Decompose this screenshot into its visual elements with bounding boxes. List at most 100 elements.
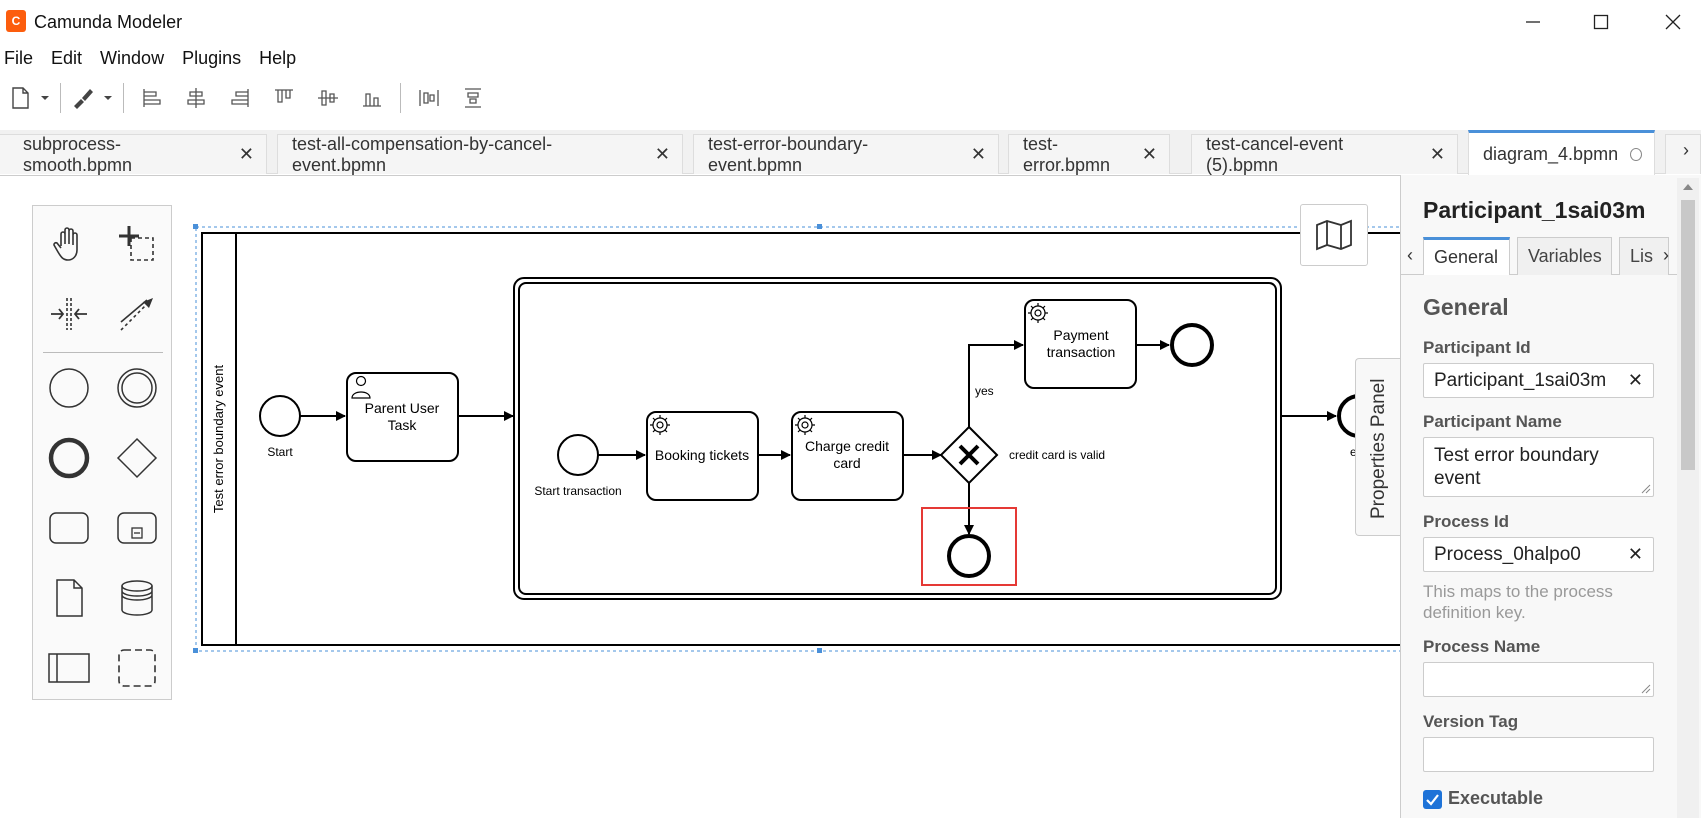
tab-label: diagram_4.bpmn bbox=[1483, 143, 1619, 164]
new-file-icon bbox=[12, 87, 29, 109]
create-data-store[interactable] bbox=[111, 572, 163, 624]
create-gateway[interactable] bbox=[111, 432, 163, 484]
properties-panel-toggle[interactable]: Properties Panel bbox=[1355, 358, 1400, 536]
toolbar-divider bbox=[123, 83, 124, 113]
clear-icon[interactable]: ✕ bbox=[1627, 370, 1643, 390]
data-object-icon bbox=[56, 579, 83, 617]
align-bottom-button[interactable] bbox=[350, 80, 394, 116]
resize-handle-icon[interactable] bbox=[1641, 684, 1651, 694]
align-center-button[interactable] bbox=[174, 80, 218, 116]
close-tab-icon[interactable]: ✕ bbox=[1429, 144, 1445, 164]
properties-scrollbar-thumb[interactable] bbox=[1681, 200, 1695, 470]
align-center-icon bbox=[187, 88, 205, 108]
section-title: General bbox=[1423, 294, 1509, 320]
properties-panel: Participant_1sai03m ‹ General Variables … bbox=[1400, 175, 1701, 818]
menu-plugins[interactable]: Plugins bbox=[182, 48, 242, 68]
chevron-left-icon[interactable]: ‹ bbox=[1407, 245, 1413, 265]
tab-diagram-4[interactable]: diagram_4.bpmn bbox=[1468, 130, 1655, 175]
process-id-input[interactable]: Process_0halpo0 ✕ bbox=[1423, 537, 1654, 572]
align-middle-button[interactable] bbox=[306, 80, 350, 116]
participant-id-input[interactable]: Participant_1sai03m ✕ bbox=[1423, 363, 1654, 398]
minimize-button[interactable] bbox=[1508, 6, 1558, 38]
align-right-button[interactable] bbox=[218, 80, 262, 116]
tab-listeners[interactable]: Lis bbox=[1619, 237, 1669, 275]
participant-name-textarea[interactable]: Test error boundary event bbox=[1423, 437, 1654, 497]
minimap-toggle-button[interactable] bbox=[1300, 204, 1368, 266]
create-end-event[interactable] bbox=[43, 432, 95, 484]
unsaved-indicator-icon bbox=[1630, 147, 1642, 161]
new-file-dropdown[interactable] bbox=[36, 80, 54, 116]
toolbar bbox=[0, 78, 1701, 118]
distribute-vertical-icon bbox=[465, 88, 481, 108]
align-right-icon bbox=[231, 89, 249, 107]
create-pool[interactable] bbox=[43, 642, 95, 694]
maximize-button[interactable] bbox=[1576, 6, 1626, 38]
color-button[interactable] bbox=[67, 80, 99, 116]
tab-test-all-compensation[interactable]: test-all-compensation-by-cancel-event.bp… bbox=[277, 134, 683, 175]
connect-arrow-icon bbox=[120, 298, 153, 331]
palette-divider bbox=[43, 352, 163, 353]
clear-icon[interactable]: ✕ bbox=[1627, 544, 1643, 564]
close-icon bbox=[1665, 14, 1681, 30]
create-intermediate-event[interactable] bbox=[111, 362, 163, 414]
chevron-down-icon bbox=[41, 96, 49, 100]
title-bar: C Camunda Modeler bbox=[0, 0, 1701, 43]
close-tab-icon[interactable]: ✕ bbox=[970, 144, 986, 164]
color-dropdown[interactable] bbox=[99, 80, 117, 116]
minimize-icon bbox=[1526, 21, 1540, 23]
new-file-button[interactable] bbox=[4, 80, 36, 116]
distribute-horizontal-icon bbox=[419, 90, 439, 106]
menu-edit[interactable]: Edit bbox=[51, 48, 83, 68]
menu-file[interactable]: File bbox=[4, 48, 34, 68]
end-event-icon bbox=[48, 437, 90, 479]
executable-checkbox[interactable] bbox=[1423, 790, 1442, 809]
diagram-canvas[interactable] bbox=[0, 175, 1400, 818]
create-start-event[interactable] bbox=[43, 362, 95, 414]
menu-help[interactable]: Help bbox=[259, 48, 297, 68]
version-tag-input[interactable] bbox=[1423, 737, 1654, 772]
tab-test-cancel-event[interactable]: test-cancel-event (5).bpmn ✕ bbox=[1191, 133, 1458, 175]
close-tab-icon[interactable]: ✕ bbox=[1141, 144, 1157, 164]
hand-tool[interactable] bbox=[43, 218, 95, 270]
space-tool[interactable] bbox=[43, 288, 95, 340]
chevron-right-icon[interactable]: › bbox=[1663, 245, 1669, 265]
align-left-button[interactable] bbox=[130, 80, 174, 116]
tab-test-error[interactable]: test-error.bpmn ✕ bbox=[1008, 133, 1170, 175]
distribute-horizontal-button[interactable] bbox=[407, 80, 451, 116]
tabs-scroll-right-icon[interactable]: › bbox=[1683, 140, 1689, 160]
close-tab-icon[interactable]: ✕ bbox=[238, 144, 254, 164]
tab-general[interactable]: General bbox=[1423, 237, 1510, 275]
lasso-tool[interactable] bbox=[111, 218, 163, 270]
distribute-vertical-button[interactable] bbox=[451, 80, 495, 116]
tab-test-error-boundary-event[interactable]: test-error-boundary-event.bpmn ✕ bbox=[693, 134, 999, 175]
align-top-button[interactable] bbox=[262, 80, 306, 116]
create-data-object[interactable] bbox=[43, 572, 95, 624]
scroll-up-icon[interactable] bbox=[1682, 182, 1694, 192]
version-tag-label: Version Tag bbox=[1423, 712, 1519, 731]
close-window-button[interactable] bbox=[1648, 6, 1698, 38]
process-name-textarea[interactable] bbox=[1423, 662, 1654, 697]
tab-variables[interactable]: Variables bbox=[1517, 237, 1612, 275]
tab-label: test-error.bpmn bbox=[1023, 133, 1111, 175]
resize-handle-icon[interactable] bbox=[1641, 484, 1651, 494]
paint-brush-icon bbox=[74, 89, 93, 109]
create-group[interactable] bbox=[111, 642, 163, 694]
menu-window[interactable]: Window bbox=[100, 48, 165, 68]
element-title: Participant_1sai03m bbox=[1423, 197, 1646, 223]
create-subprocess[interactable] bbox=[111, 502, 163, 554]
camunda-logo-icon: C bbox=[6, 10, 26, 32]
create-task[interactable] bbox=[43, 502, 95, 554]
participant-name-label: Participant Name bbox=[1423, 412, 1562, 431]
participant-id-label: Participant Id bbox=[1423, 338, 1531, 357]
tab-label: test-cancel-event (5).bpmn bbox=[1206, 133, 1344, 175]
start-event-icon bbox=[49, 368, 89, 408]
tab-subprocess-smooth[interactable]: subprocess-smooth.bpmn ✕ bbox=[0, 134, 267, 175]
process-id-value: Process_0halpo0 bbox=[1434, 544, 1581, 565]
align-left-icon bbox=[143, 89, 161, 107]
close-tab-icon[interactable]: ✕ bbox=[654, 144, 670, 164]
tab-overflow bbox=[1665, 134, 1701, 174]
hand-icon bbox=[53, 227, 78, 261]
align-bottom-icon bbox=[363, 93, 381, 107]
checkmark-icon bbox=[1426, 794, 1439, 806]
global-connect-tool[interactable] bbox=[111, 288, 163, 340]
